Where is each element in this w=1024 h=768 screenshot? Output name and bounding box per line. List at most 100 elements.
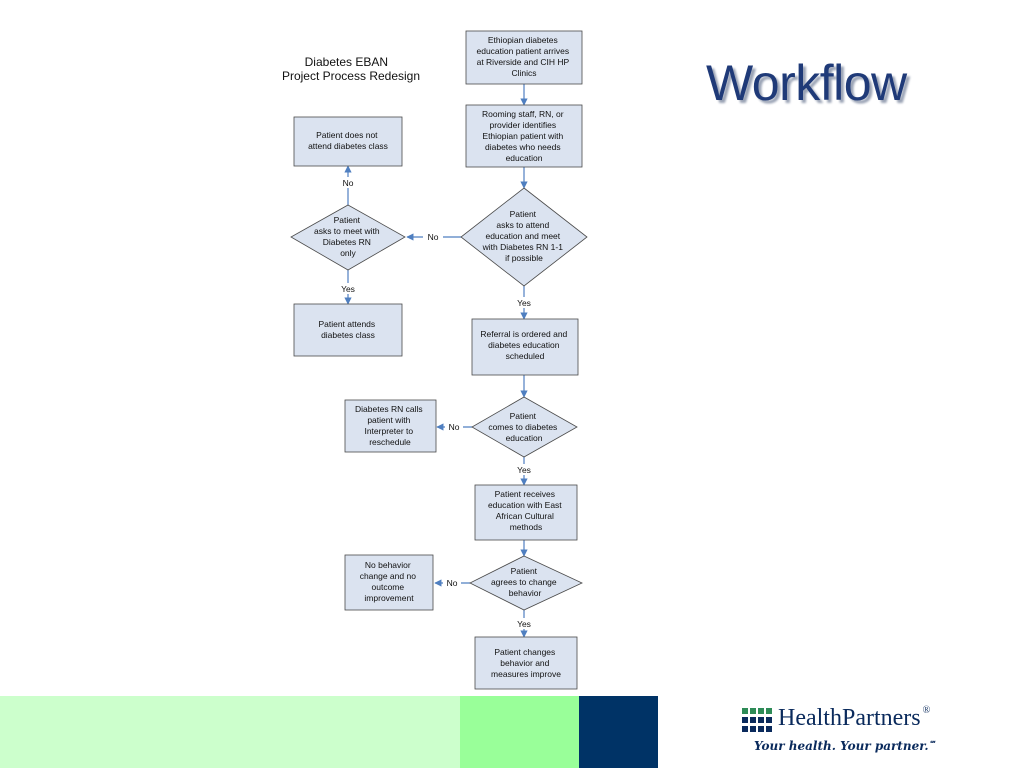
node-label-line: reschedule xyxy=(369,437,411,447)
node-label-line: if possible xyxy=(505,253,543,263)
node-label-line: education and meet xyxy=(485,231,560,241)
healthpartners-logo: HealthPartners® Your health. Your partne… xyxy=(742,706,1002,762)
brand-tagline: Your health. Your partner.℠ xyxy=(754,739,936,753)
node-comes-diamond xyxy=(471,396,578,458)
node-label-line: Diabetes RN xyxy=(323,237,371,247)
node-changes-label: Patient changes behavior and measures im… xyxy=(491,647,561,679)
node-identifies-label: Rooming staff, RN, or provider identifie… xyxy=(482,109,566,163)
node-asks-rn-only-diamond xyxy=(290,204,406,271)
node-arrives-label: Ethiopian diabetes education patient arr… xyxy=(477,35,572,78)
node-attends-class-box xyxy=(293,303,403,357)
node-comes-label: Patient comes to diabetes education xyxy=(488,411,559,443)
edge-label-yes: Yes xyxy=(517,619,531,629)
node-label-line: education with East xyxy=(488,500,562,510)
edge-label-yes: Yes xyxy=(517,465,531,475)
edge-labels: No No Yes Yes No Yes No Yes xyxy=(337,177,535,629)
node-label-line: Rooming staff, RN, or xyxy=(482,109,564,119)
node-label-line: No behavior xyxy=(365,560,411,570)
footer-band-mid xyxy=(460,696,579,768)
footer-band-light xyxy=(0,696,460,768)
node-label-line: asks to attend xyxy=(496,220,549,230)
node-label-line: at Riverside and CIH HP xyxy=(477,57,570,67)
node-label-line: education xyxy=(506,153,543,163)
node-label-line: Patient xyxy=(510,209,537,219)
node-receives-box xyxy=(474,484,578,541)
node-attends-class-label: Patient attends diabetes class xyxy=(318,319,377,340)
service-mark: ℠ xyxy=(928,739,936,748)
edge-label-no: No xyxy=(447,578,458,588)
node-label-line: comes to diabetes xyxy=(488,422,557,432)
edge-label-no: No xyxy=(449,422,460,432)
node-label-line: Ethiopian patient with xyxy=(482,131,563,141)
footer-band-dark xyxy=(579,696,658,768)
node-label-line: education xyxy=(506,433,543,443)
node-label-line: Referral is ordered and xyxy=(480,329,567,339)
node-arrives-box xyxy=(465,30,583,85)
node-no-class-label: Patient does not attend diabetes class xyxy=(308,130,388,151)
node-label-line: outcome xyxy=(372,582,405,592)
node-label-line: education patient arrives xyxy=(477,46,570,56)
node-label-line: Ethiopian diabetes xyxy=(488,35,558,45)
node-changes-box xyxy=(474,636,578,690)
workflow-diagram: Diabetes EBAN Project Process Redesign N… xyxy=(282,30,588,690)
node-label-line: behavior and xyxy=(500,658,549,668)
brand-name-text: HealthPartners xyxy=(778,705,921,731)
node-label-line: Diabetes RN calls xyxy=(355,404,423,414)
node-rn-calls-label: Diabetes RN calls patient with Interpret… xyxy=(355,404,425,447)
node-label-line: only xyxy=(340,248,356,258)
nodes xyxy=(290,30,588,690)
node-label-line: Clinics xyxy=(511,68,536,78)
node-label-line: behavior xyxy=(509,588,542,598)
node-label-line: diabetes class xyxy=(321,330,375,340)
diagram-title-line: Project Process Redesign xyxy=(282,69,420,83)
node-label-line: measures improve xyxy=(491,669,561,679)
healthpartners-logo-icon xyxy=(742,708,772,732)
diagram-title: Diabetes EBAN Project Process Redesign xyxy=(282,55,420,83)
node-label-line: Interpreter to xyxy=(364,426,413,436)
node-asks-attend-diamond xyxy=(460,187,588,287)
node-label-line: Patient xyxy=(334,215,361,225)
node-label-line: Patient changes xyxy=(494,647,555,657)
node-label-line: with Diabetes RN 1-1 xyxy=(482,242,564,252)
node-label-line: change and no xyxy=(360,571,417,581)
node-label-line: Patient xyxy=(510,411,537,421)
node-label-line: patient with xyxy=(367,415,410,425)
slide-title: Workflow xyxy=(706,55,907,111)
node-label-line: African Cultural xyxy=(496,511,554,521)
node-label-line: diabetes education xyxy=(488,340,560,350)
node-referral-label: Referral is ordered and diabetes educati… xyxy=(480,329,569,361)
node-agrees-diamond xyxy=(469,555,583,611)
node-label-line: Patient does not xyxy=(316,130,378,140)
node-rn-calls-box xyxy=(344,399,437,453)
node-label-line: Patient xyxy=(511,566,538,576)
node-label-line: provider identifies xyxy=(490,120,557,130)
node-no-class-box xyxy=(293,116,403,167)
registered-mark: ® xyxy=(922,705,931,716)
footer-bar: HealthPartners® Your health. Your partne… xyxy=(0,696,1024,768)
node-labels: Ethiopian diabetes education patient arr… xyxy=(308,35,572,679)
edge-label-yes: Yes xyxy=(341,284,355,294)
node-label-line: diabetes who needs xyxy=(485,142,561,152)
brand-name: HealthPartners® xyxy=(778,705,931,731)
node-label-line: Patient receives xyxy=(495,489,555,499)
diagram-title-line: Diabetes EBAN xyxy=(305,55,388,69)
node-label-line: attend diabetes class xyxy=(308,141,388,151)
node-label-line: scheduled xyxy=(506,351,545,361)
edge-label-no: No xyxy=(343,178,354,188)
node-referral-box xyxy=(471,318,579,376)
node-label-line: Patient attends xyxy=(318,319,375,329)
node-asks-attend-label: Patient asks to attend education and mee… xyxy=(482,209,566,263)
node-label-line: methods xyxy=(510,522,543,532)
node-label-line: improvement xyxy=(364,593,414,603)
node-asks-rn-only-label: Patient asks to meet with Diabetes RN on… xyxy=(314,215,382,258)
node-agrees-label: Patient agrees to change behavior xyxy=(491,566,559,598)
node-no-change-label: No behavior change and no outcome improv… xyxy=(360,560,419,603)
node-receives-label: Patient receives education with East Afr… xyxy=(488,489,564,532)
node-identifies-box xyxy=(465,104,583,168)
brand-tagline-text: Your health. Your partner. xyxy=(754,739,929,753)
node-label-line: agrees to change xyxy=(491,577,557,587)
edge-label-no: No xyxy=(428,232,439,242)
node-no-change-box xyxy=(344,554,434,611)
edge-label-yes: Yes xyxy=(517,298,531,308)
node-label-line: asks to meet with xyxy=(314,226,380,236)
